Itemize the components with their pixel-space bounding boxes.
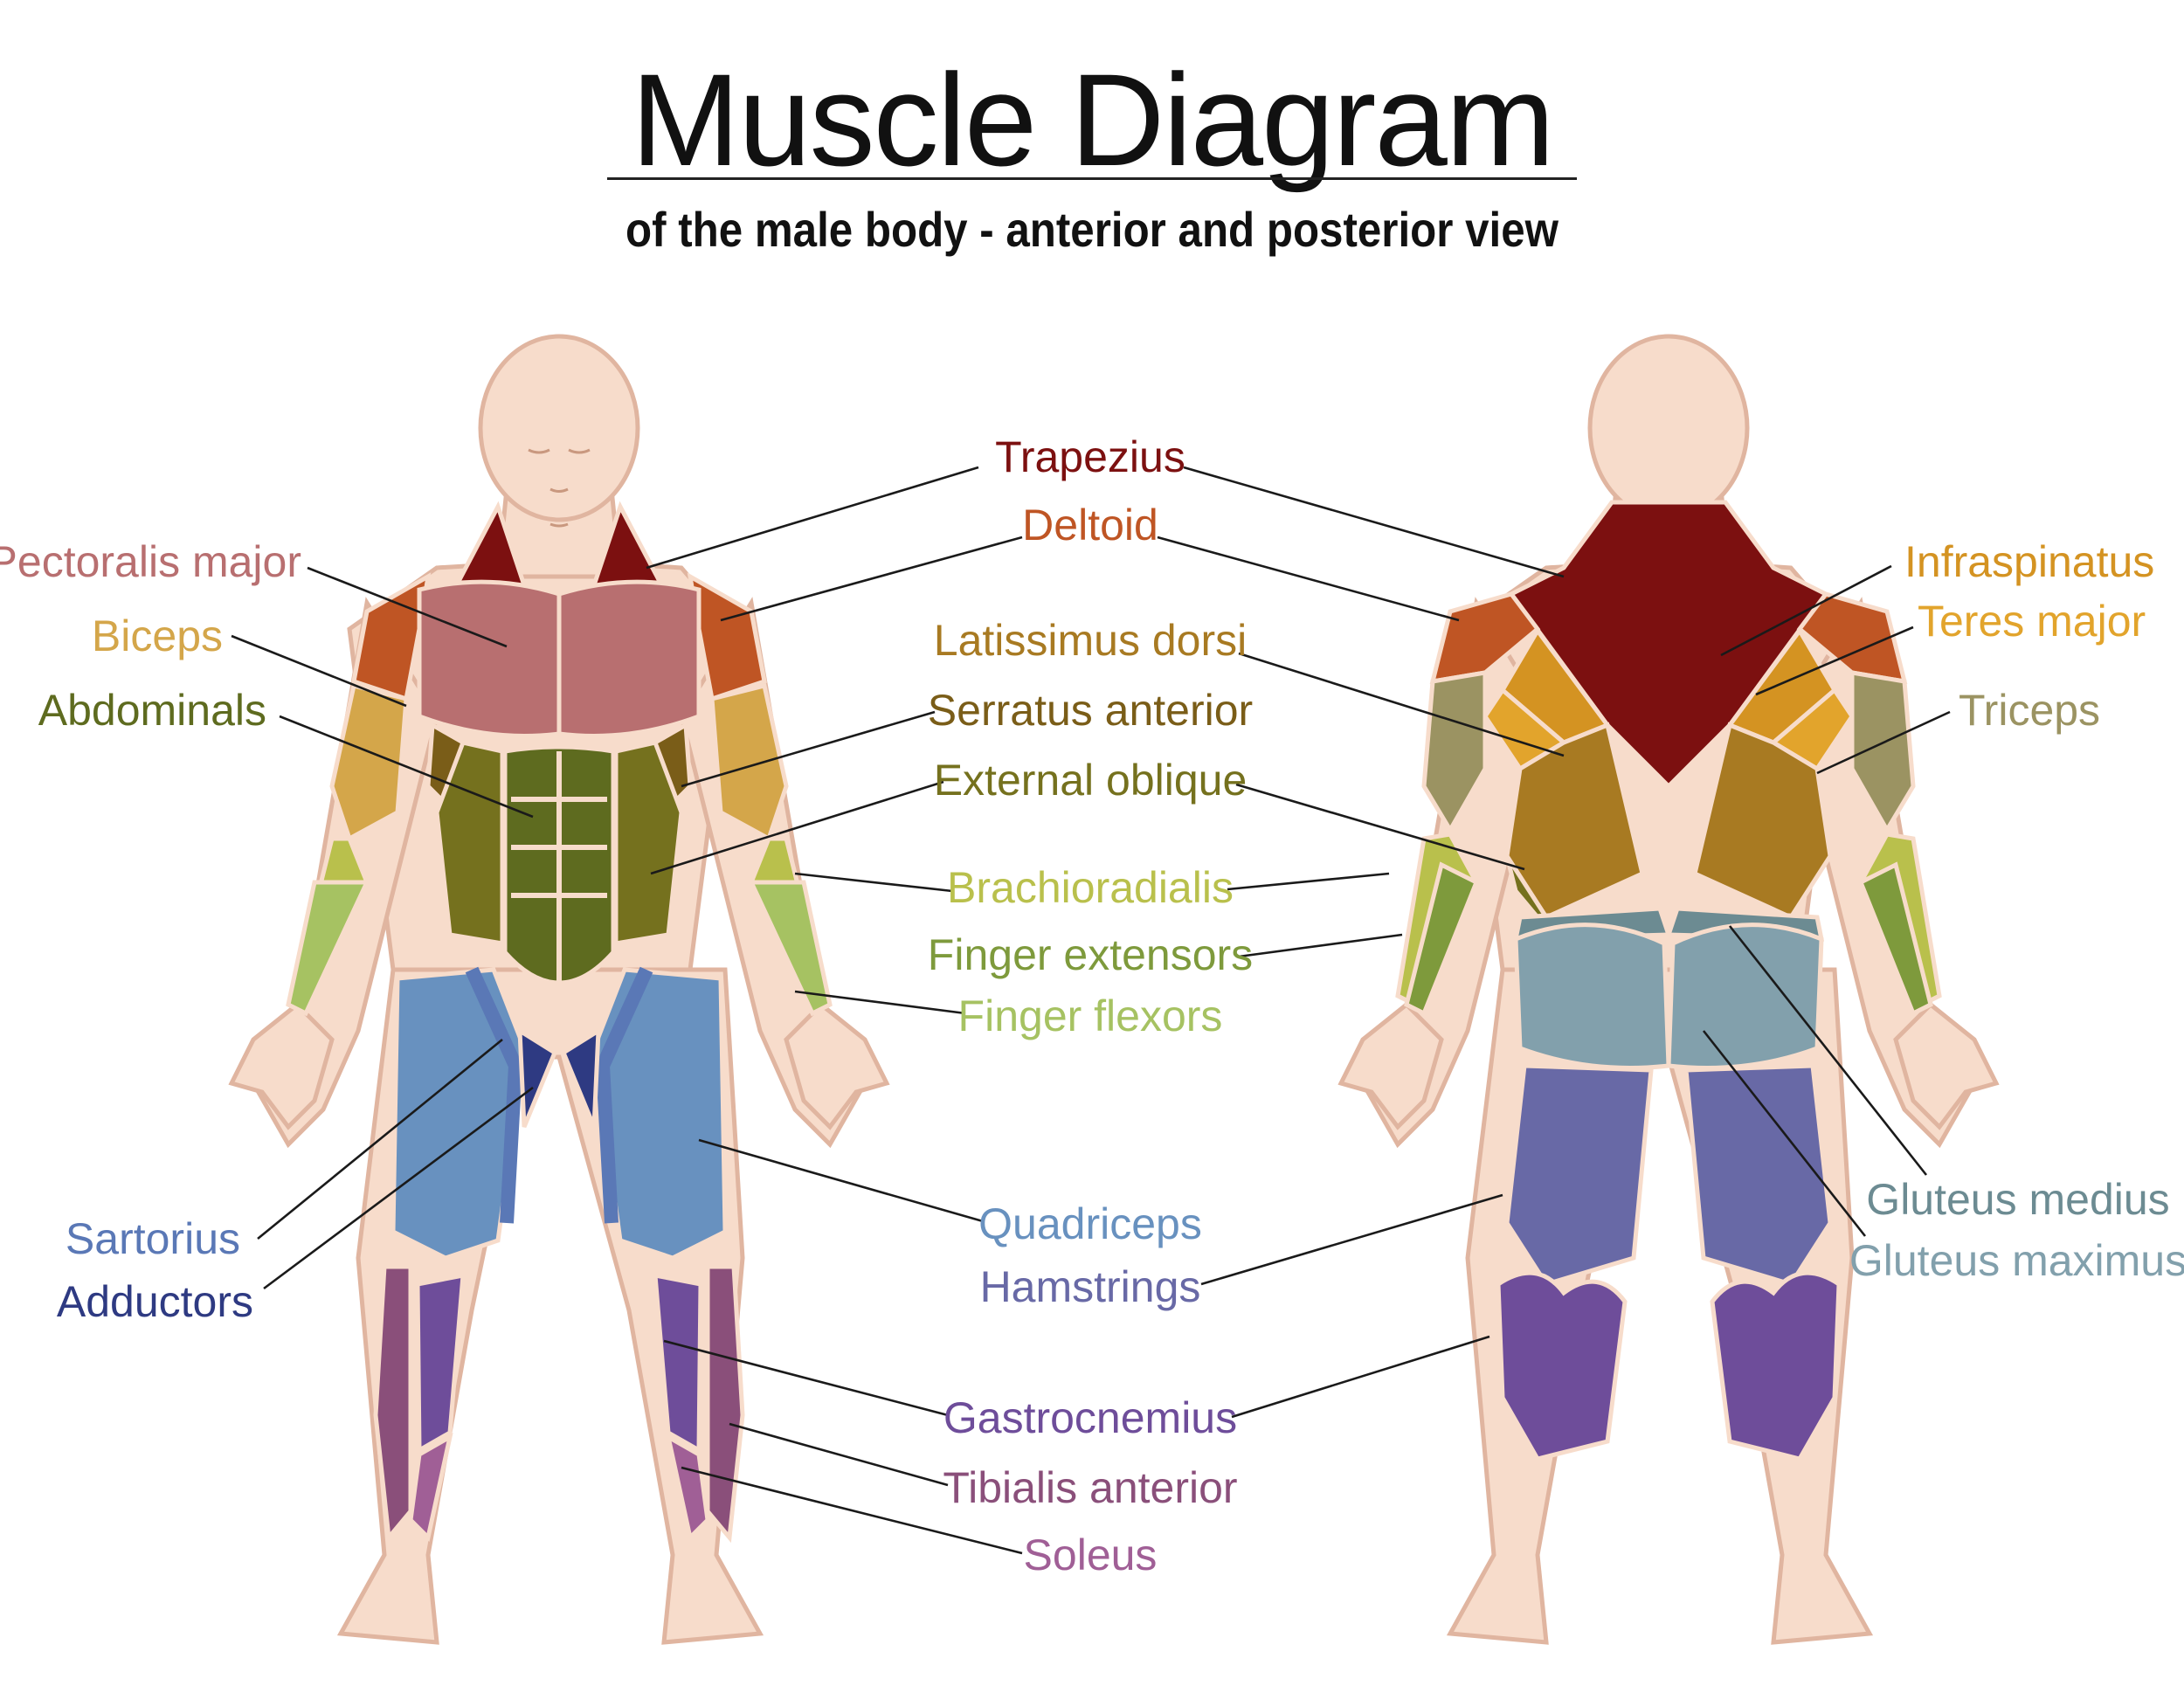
leader-trapezius-back [1183,466,1565,578]
diagram-title: Muscle Diagram [631,46,1555,193]
leader-abdominals [279,715,534,819]
label-gluteus-medius: Gluteus medius [1866,1175,2169,1224]
leader-latissimus [1238,652,1565,757]
label-finger-extensors: Finger extensors [928,930,1253,979]
leader-pectoralis [307,566,508,648]
label-gluteus-maximus: Gluteus maximus [1849,1236,2184,1285]
leader-triceps [1816,710,1951,775]
leader-brachioradialis-back [1227,872,1390,891]
leader-hamstrings [1200,1193,1503,1286]
leader-soleus [681,1466,1023,1555]
label-gastrocnemius: Gastrocnemius [943,1393,1237,1442]
leader-teres-major [1755,625,1914,696]
label-teres-major: Teres major [1918,597,2146,646]
label-deltoid: Deltoid [1022,501,1158,549]
leader-trapezius-front [646,466,979,570]
leader-deltoid-back [1157,536,1460,622]
leader-external-oblique-back [1235,783,1525,871]
title-underline [607,177,1577,180]
leader-serratus [681,710,936,788]
leader-infraspinatus [1720,564,1892,657]
leader-sartorius [257,1038,503,1240]
label-tibialis-anterior: Tibialis anterior [943,1463,1237,1512]
label-latissimus-dorsi: Latissimus dorsi [934,616,1247,665]
label-brachioradialis: Brachioradialis [947,863,1234,912]
label-sartorius: Sartorius [66,1214,240,1263]
label-quadriceps: Quadriceps [978,1199,1202,1248]
label-adductors: Adductors [57,1277,253,1326]
diagram-subtitle: of the male body - anterior and posterio… [625,202,1559,257]
leader-gluteus-medius [1728,925,1928,1176]
leader-gluteus-maximus [1702,1030,1867,1237]
leader-adductors [263,1086,534,1290]
label-finger-flexors: Finger flexors [958,992,1223,1040]
leader-lines [231,466,1951,1555]
label-hamstrings: Hamstrings [980,1262,1201,1311]
label-serratus-anterior: Serratus anterior [928,686,1253,735]
label-biceps: Biceps [92,612,223,660]
labels: Trapezius Deltoid Pectoralis major Bicep… [0,432,2184,1579]
leader-external-oblique-front [650,780,944,875]
label-abdominals: Abdominals [38,686,266,735]
anterior-figure [228,334,890,1645]
leader-tibialis [729,1422,949,1487]
label-external-oblique: External oblique [934,756,1248,805]
leader-gastrocnemius-back [1231,1335,1490,1419]
label-trapezius: Trapezius [995,432,1185,481]
label-triceps: Triceps [1959,686,2100,735]
leader-quadriceps [698,1138,984,1223]
leader-finger-flexors [794,990,966,1015]
leader-biceps [231,634,407,708]
leader-gastrocnemius-front [663,1339,949,1417]
leader-deltoid-front [720,536,1023,622]
leader-finger-extensors [1238,933,1403,958]
leader-brachioradialis-front [794,872,953,893]
label-infraspinatus: Infraspinatus [1904,537,2154,586]
label-pectoralis-major: Pectoralis major [0,537,301,586]
label-soleus: Soleus [1024,1531,1158,1579]
posterior-figure [1337,334,2000,1645]
